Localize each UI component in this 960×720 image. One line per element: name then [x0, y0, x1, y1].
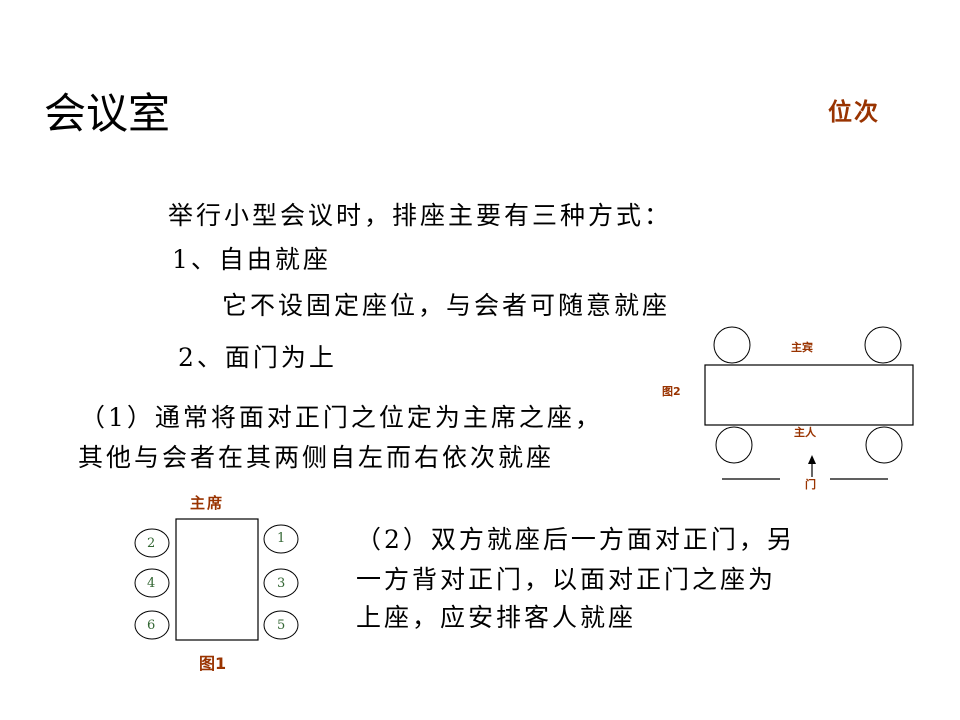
figure1-seat-number: 6: [147, 618, 156, 633]
item2-paragraph2-line1: （2）双方就座后一方面对正门，另: [356, 525, 795, 554]
item1-heading: 1、自由就座: [172, 245, 331, 274]
figure1-seat-right-1: [263, 524, 299, 554]
figure1-caption: 图1: [199, 654, 227, 673]
figure1-seat-right-3: [263, 610, 299, 640]
item2-paragraph1-line2: 其他与会者在其两侧自左而右依次就座: [78, 443, 555, 472]
figure2-seat-top-right: [864, 326, 902, 364]
figure1-seat-number: 5: [277, 618, 286, 633]
figure1-seat-left-2: [134, 568, 170, 598]
page-title: 会议室: [44, 89, 171, 138]
item2-paragraph1-line1: （1）通常将面对正门之位定为主席之座，: [80, 403, 603, 432]
figure1-seat-left-1: [134, 528, 170, 558]
figure2-door-label: 门: [805, 478, 816, 491]
figure2-door-arrow-head: [808, 455, 816, 464]
figure2-table: [704, 364, 914, 426]
figure1-seat-number: 1: [277, 531, 286, 546]
figure1-seat-number: 2: [147, 536, 156, 551]
figure2-seat-bottom-right: [865, 426, 903, 464]
figure1-seat-right-2: [263, 568, 299, 598]
figure1-seat-number: 3: [277, 576, 286, 591]
figure2-seat-bottom-left: [715, 426, 753, 464]
figure1-head-label: 主席: [190, 494, 225, 512]
figure2-guest-label: 主宾: [791, 341, 813, 354]
item2-heading: 2、面门为上: [178, 343, 337, 372]
item1-description: 它不设固定座位，与会者可随意就座: [222, 291, 671, 320]
figure2-host-label: 主人: [794, 426, 816, 439]
item2-paragraph2-line2: 一方背对正门，以面对正门之座为: [356, 565, 777, 594]
item2-paragraph2-line3: 上座，应安排客人就座: [356, 603, 637, 632]
figure1-seat-number: 4: [147, 576, 156, 591]
section-tag: 位次: [828, 98, 880, 126]
figure1-seat-left-3: [134, 610, 170, 640]
figure1-table: [175, 518, 259, 641]
figure2-seat-top-left: [713, 326, 751, 364]
figure2-caption: 图2: [662, 385, 681, 398]
intro-text: 举行小型会议时，排座主要有三种方式：: [168, 201, 673, 230]
